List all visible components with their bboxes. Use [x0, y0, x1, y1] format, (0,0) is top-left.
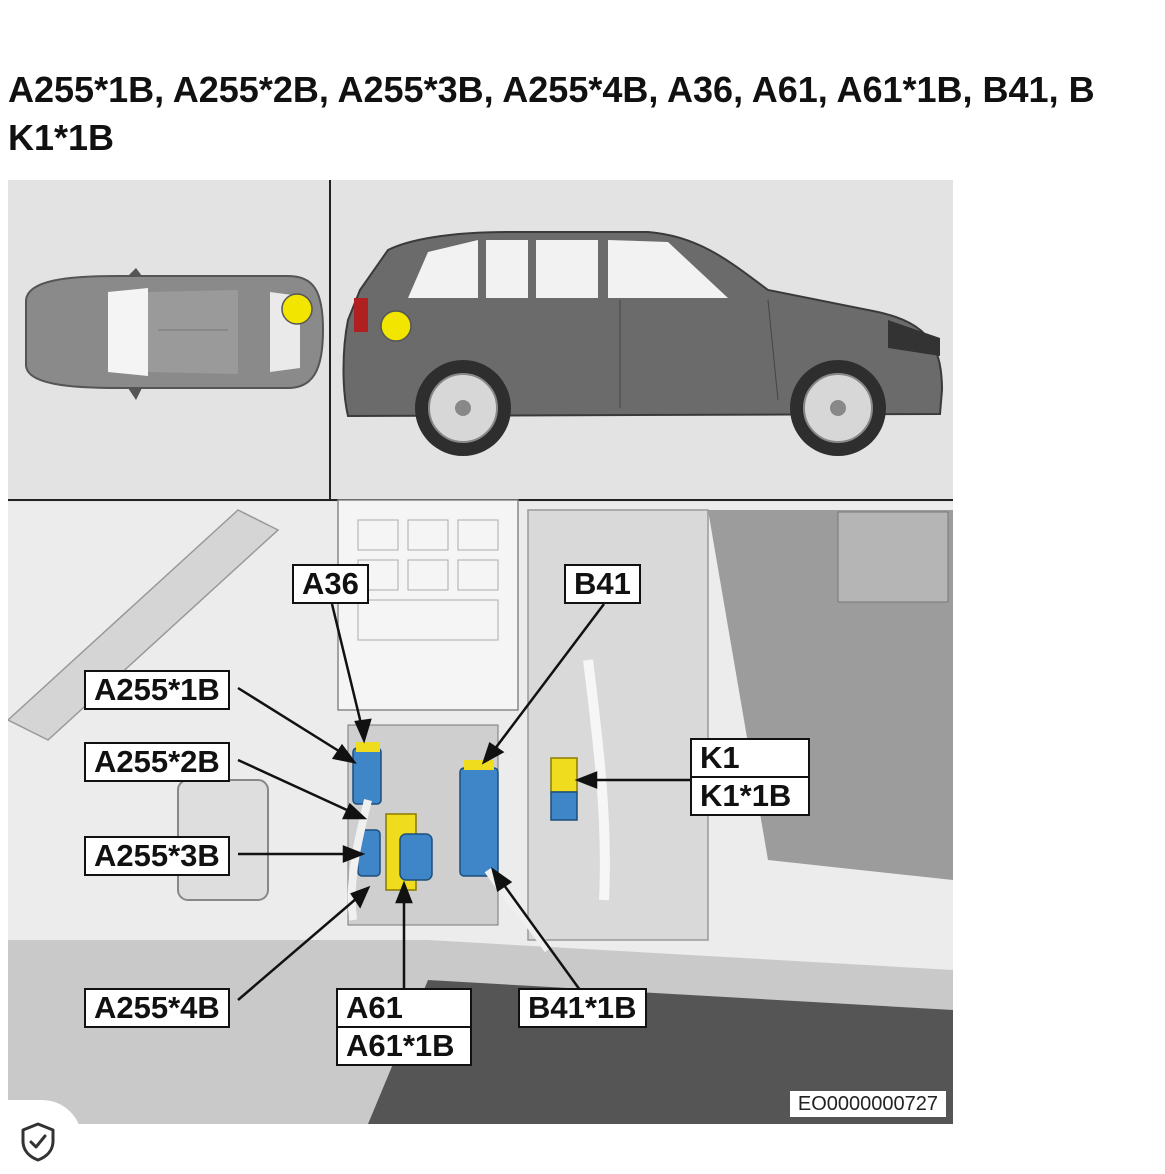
connector-k1: [550, 757, 578, 793]
page-title-line-2: K1*1B: [8, 117, 115, 158]
callout-a61: A61: [346, 990, 403, 1025]
callout-a255-2b: A255*2B: [84, 742, 230, 782]
page-title-line-1: A255*1B, A255*2B, A255*3B, A255*4B, A36,…: [8, 69, 1095, 110]
shield-check-icon: [21, 1122, 55, 1162]
callout-a61-group: A61 A61*1B: [336, 988, 472, 1066]
callout-a255-1b: A255*1B: [84, 670, 230, 710]
vehicle-top-view: [25, 268, 325, 400]
security-badge[interactable]: [0, 1100, 82, 1174]
figure-id: EO0000000727: [788, 1090, 947, 1118]
page-title: A255*1B, A255*2B, A255*3B, A255*4B, A36,…: [8, 66, 1165, 162]
callout-b41: B41: [564, 564, 641, 604]
connector-a61-1b: [399, 833, 433, 881]
location-diagram: A36 B41 A255*1B A255*2B A255*3B A255*4B …: [8, 180, 953, 1124]
callout-a255-4b: A255*4B: [84, 988, 230, 1028]
connector-b41: [459, 767, 499, 877]
callout-a36: A36: [292, 564, 369, 604]
leader-lines: [237, 603, 690, 1001]
trunk-detail-view: [8, 499, 953, 1124]
callout-k1-1b: K1*1B: [692, 776, 808, 814]
diagram-artwork: [8, 180, 953, 1124]
connector-k1-1b: [550, 791, 578, 821]
callout-b41-1b: B41*1B: [518, 988, 647, 1028]
callout-a255-3b: A255*3B: [84, 836, 230, 876]
callout-k1-group: K1 K1*1B: [690, 738, 810, 816]
location-marker: [281, 293, 313, 325]
connector-a255-1b: [352, 747, 382, 805]
callout-k1: K1: [700, 740, 740, 775]
callout-a61-1b: A61*1B: [338, 1026, 470, 1064]
vehicle-side-view: [342, 231, 944, 456]
location-marker: [380, 310, 412, 342]
